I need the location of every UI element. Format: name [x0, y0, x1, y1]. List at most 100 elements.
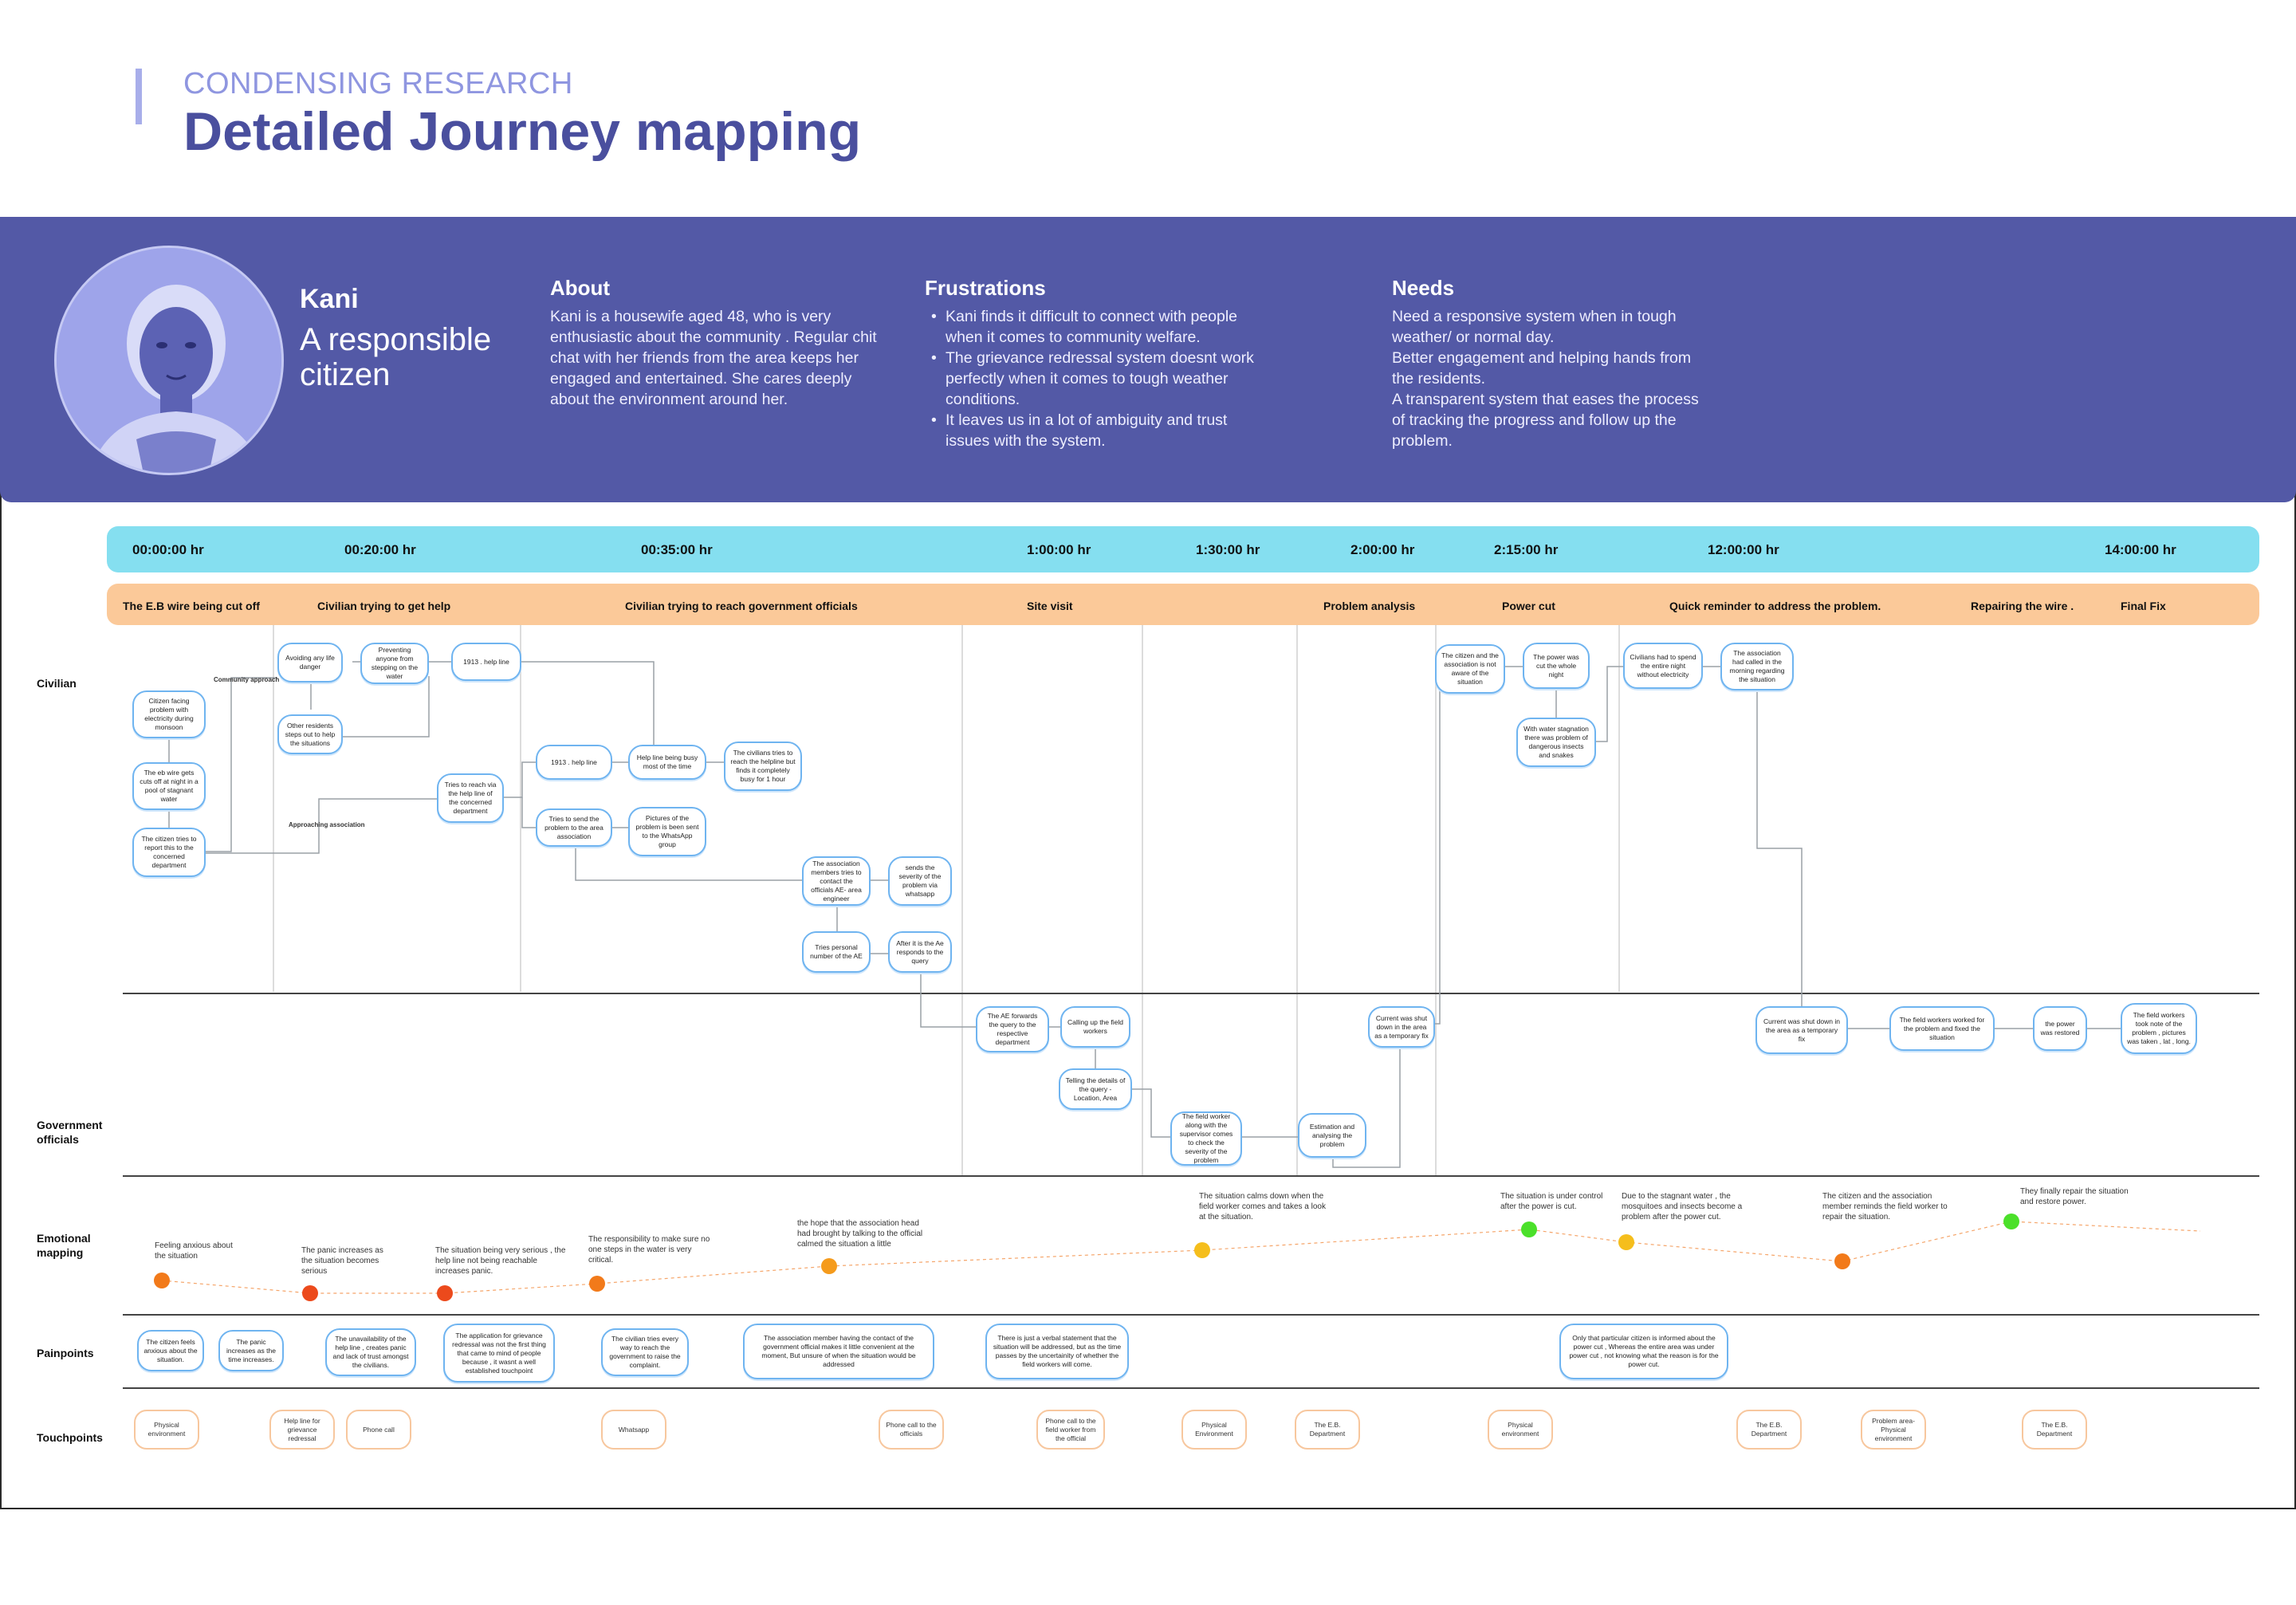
column-divider [520, 625, 521, 992]
touchpoint-card: The E.B. Department [2022, 1410, 2087, 1450]
journey-node: Tries personal number of the AE [802, 931, 871, 973]
needs-heading: Needs [1392, 276, 1455, 300]
journey-node: Help line being busy most of the time [628, 745, 706, 780]
phase-label: Final Fix [2121, 600, 2166, 612]
journey-node: The civilians tries to reach the helplin… [724, 742, 802, 791]
painpoint-card: The civilian tries every way to reach th… [601, 1328, 689, 1376]
journey-node: The AE forwards the query to the respect… [976, 1006, 1049, 1052]
journey-node: The field workers took note of the probl… [2121, 1003, 2197, 1054]
persona-name: Kani [300, 284, 359, 314]
time-label: 2:00:00 hr [1350, 542, 1415, 557]
emotion-text: the hope that the association head had b… [797, 1219, 923, 1249]
journey-node: The field workers worked for the problem… [1889, 1006, 1995, 1051]
painpoint-card: The association member having the contac… [743, 1324, 934, 1379]
branch-label: Community approach [214, 676, 280, 683]
phase-label: Quick reminder to address the problem. [1669, 600, 1881, 612]
need-item: A transparent system that eases the proc… [1392, 391, 1699, 450]
touchpoint-card: Phone call [346, 1410, 411, 1450]
painpoint-card: The citizen feels anxious about the situ… [137, 1330, 204, 1371]
frustrations-heading: Frustrations [925, 276, 1046, 300]
phase-bar [107, 584, 2259, 625]
journey-node: Estimation and analysing the problem [1298, 1113, 1366, 1158]
journey-node: The citizen and the association is not a… [1435, 644, 1505, 694]
page-title: Detailed Journey mapping [183, 101, 862, 162]
need-item: Better engagement and helping hands from… [1392, 349, 1692, 387]
emotion-dot [1618, 1234, 1634, 1250]
journey-node: Calling up the field workers [1060, 1006, 1130, 1048]
painpoint-card: The application for grievance redressal … [443, 1324, 555, 1383]
row-label-painpoints: Painpoints [37, 1347, 94, 1359]
journey-node: the power was restored [2033, 1006, 2087, 1051]
touchpoint-card: Problem area- Physical environment [1861, 1410, 1926, 1450]
painpoint-card: Only that particular citizen is informed… [1559, 1324, 1728, 1379]
journey-node: After it is the Ae responds to the query [888, 931, 952, 973]
journey-node: With water stagnation there was problem … [1516, 718, 1596, 767]
journey-node: The power was cut the whole night [1523, 643, 1590, 689]
emotion-dot [437, 1285, 453, 1301]
journey-node: The association members tries to contact… [802, 856, 871, 906]
journey-node: The citizen tries to report this to the … [132, 828, 206, 877]
phase-label: Repairing the wire . [1971, 600, 2074, 612]
row-label-government: Government officials [37, 1119, 103, 1146]
about-text: Kani is a housewife aged 48, who is very… [550, 308, 877, 408]
journey-node: The association had called in the mornin… [1720, 643, 1794, 690]
emotion-text: The situation calms down when the field … [1199, 1192, 1326, 1221]
column-divider [961, 625, 963, 1175]
frustration-item: Kani finds it difficult to connect with … [931, 306, 1260, 348]
touchpoint-card: Help line for grievance redressal [269, 1410, 335, 1450]
emotion-dot [1521, 1221, 1537, 1237]
row-label-civilian: Civilian [37, 677, 77, 690]
journey-node: Current was shut down in the area as a t… [1368, 1006, 1435, 1048]
persona-role: A responsible citizen [300, 322, 492, 392]
emotion-dot [1834, 1253, 1850, 1269]
row-separator [123, 1314, 2259, 1316]
frustration-item: The grievance redressal system doesnt wo… [931, 348, 1260, 410]
journey-node: Citizen facing problem with electricity … [132, 690, 206, 738]
needs-list: Need a responsive system when in tough w… [1392, 306, 1711, 451]
time-label: 12:00:00 hr [1708, 542, 1779, 557]
journey-node: Current was shut down in the area as a t… [1755, 1006, 1848, 1054]
journey-node: 1913 . help line [536, 745, 612, 780]
row-separator [123, 1175, 2259, 1177]
journey-node: Tries to reach via the help line of the … [437, 773, 504, 823]
touchpoint-card: Whatsapp [601, 1410, 666, 1450]
frustration-item: It leaves us in a lot of ambiguity and t… [931, 410, 1260, 451]
journey-node: 1913 . help line [451, 643, 521, 681]
journey-node: Avoiding any life danger [277, 643, 343, 683]
journey-node: The field worker along with the supervis… [1170, 1111, 1242, 1166]
emotion-dot [821, 1258, 837, 1274]
phase-label: Civilian trying to get help [317, 600, 451, 612]
touchpoint-card: Phone call to the officials [879, 1410, 944, 1450]
phase-label: Site visit [1027, 600, 1073, 612]
emotion-text: Due to the stagnant water , the mosquito… [1622, 1192, 1743, 1221]
painpoint-card: The unavailability of the help line , cr… [325, 1328, 416, 1376]
emotion-text: The situation being very serious , the h… [435, 1246, 566, 1276]
painpoint-card: The panic increases as the time increase… [218, 1330, 284, 1371]
column-divider [1142, 625, 1143, 1175]
time-label: 2:15:00 hr [1494, 542, 1559, 557]
frustrations-list: Kani finds it difficult to connect with … [931, 306, 1260, 451]
emotion-text: Feeling anxious about the situation [155, 1241, 233, 1261]
emotion-dot [154, 1273, 170, 1288]
column-divider [1618, 625, 1620, 992]
row-separator [123, 993, 2259, 994]
phase-label: Problem analysis [1323, 600, 1416, 612]
column-divider [1296, 625, 1298, 1175]
touchpoint-card: Phone call to the field worker from the … [1036, 1410, 1105, 1450]
column-divider [1435, 625, 1437, 1175]
touchpoint-card: The E.B. Department [1736, 1410, 1802, 1450]
about-heading: About [550, 276, 611, 300]
touchpoint-card: The E.B. Department [1295, 1410, 1360, 1450]
column-divider [273, 625, 274, 992]
emotion-text: The responsibility to make sure no one s… [588, 1235, 710, 1265]
emotion-text: They finally repair the situation and re… [2020, 1187, 2129, 1206]
emotion-dot [1194, 1242, 1210, 1258]
journey-node: Civilians had to spend the entire night … [1623, 643, 1703, 689]
time-label: 00:00:00 hr [132, 542, 204, 557]
persona-avatar [54, 246, 284, 475]
phase-label: Civilian trying to reach government offi… [625, 600, 858, 612]
need-item: Need a responsive system when in tough w… [1392, 308, 1677, 346]
row-separator [123, 1387, 2259, 1389]
section-eyebrow: CONDENSING RESEARCH [183, 67, 573, 100]
